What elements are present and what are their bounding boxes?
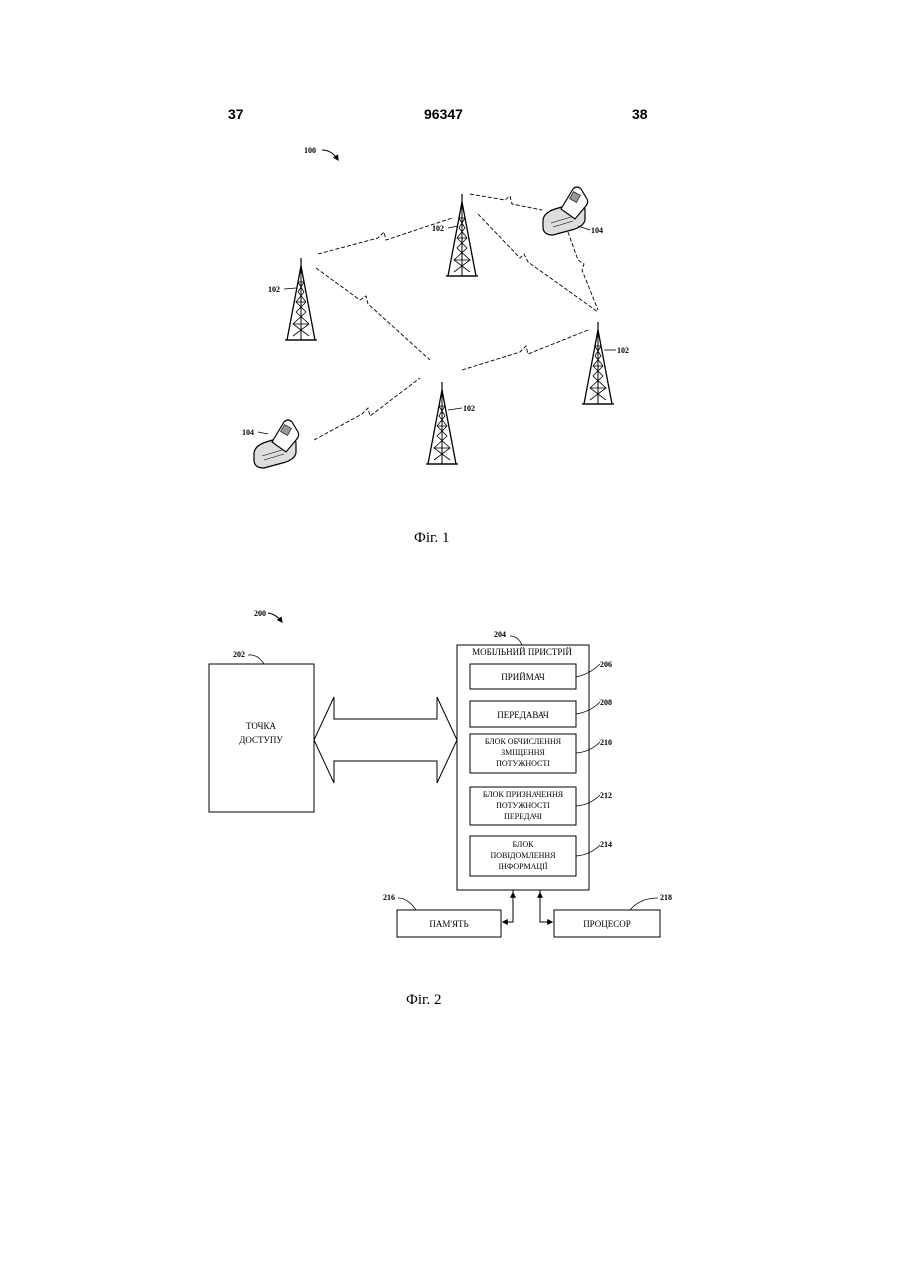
ref-102-right: 102 — [617, 346, 629, 355]
ref-104-top: 104 — [591, 226, 603, 235]
ref-202: 202 — [233, 650, 245, 659]
ref-208: 208 — [600, 698, 612, 707]
memory-connector — [503, 890, 513, 922]
receiver-block: ПРИЙМАЧ 206 — [470, 660, 612, 689]
processor-block: ПРОЦЕСОР 218 — [554, 893, 672, 937]
info-report-line2: ПОВІДОМЛЕННЯ — [490, 851, 556, 860]
tower-right — [582, 322, 614, 404]
ref-214: 214 — [600, 840, 612, 849]
ref-102-top: 102 — [432, 224, 444, 233]
access-point-line1: ТОЧКА — [246, 721, 277, 731]
tower-left — [285, 258, 317, 340]
mobile-device-title: МОБІЛЬНИЙ ПРИСТРІЙ — [472, 647, 572, 657]
fig2-system-ref: 200 — [254, 609, 282, 622]
offset-calc-line2: ЗМІЩЕННЯ — [501, 748, 545, 757]
fig1-caption: Фіг. 1 — [414, 530, 449, 547]
processor-connector — [540, 890, 552, 922]
mobile-device-bottom-left — [254, 420, 299, 468]
memory-block: ПАМ'ЯТЬ 216 — [383, 893, 501, 937]
ref-210: 210 — [600, 738, 612, 747]
tower-bottom — [426, 382, 458, 464]
power-assign-line1: БЛОК ПРИЗНАЧЕННЯ — [483, 790, 564, 799]
info-report-line3: ІНФОРМАЦІЇ — [498, 862, 547, 871]
ref-104-bottom: 104 — [242, 428, 254, 437]
offset-calc-line3: ПОТУЖНОСТІ — [496, 759, 550, 768]
fig1-system-ref: 100 — [304, 146, 338, 160]
ref-216: 216 — [383, 893, 395, 902]
info-report-block: БЛОК ПОВІДОМЛЕННЯ ІНФОРМАЦІЇ 214 — [470, 836, 612, 876]
ref-204: 204 — [494, 630, 506, 639]
tower-top — [446, 194, 478, 276]
power-assign-line2: ПОТУЖНОСТІ — [496, 801, 550, 810]
transmitter-block: ПЕРЕДАВАЧ 208 — [470, 698, 612, 727]
transmit-power-assign-block: БЛОК ПРИЗНАЧЕННЯ ПОТУЖНОСТІ ПЕРЕДАЧІ 212 — [470, 787, 612, 825]
fig2-caption: Фіг. 2 — [406, 992, 441, 1009]
offset-calc-line1: БЛОК ОБЧИСЛЕННЯ — [485, 737, 562, 746]
mobile-device-top-right — [543, 187, 588, 235]
bidirectional-arrow — [314, 697, 457, 783]
info-report-line1: БЛОК — [513, 840, 535, 849]
ref-102-bottom: 102 — [463, 404, 475, 413]
ref-218: 218 — [660, 893, 672, 902]
receiver-label: ПРИЙМАЧ — [501, 672, 545, 682]
access-point-line2: ДОСТУПУ — [239, 735, 283, 745]
processor-label: ПРОЦЕСОР — [583, 919, 631, 929]
memory-label: ПАМ'ЯТЬ — [429, 919, 468, 929]
transmitter-label: ПЕРЕДАВАЧ — [497, 710, 549, 720]
ref-212: 212 — [600, 791, 612, 800]
ref-100: 100 — [304, 146, 316, 155]
ref-200: 200 — [254, 609, 266, 618]
access-point-block: ТОЧКА ДОСТУПУ 202 — [209, 650, 314, 812]
ref-206: 206 — [600, 660, 612, 669]
power-assign-line3: ПЕРЕДАЧІ — [504, 812, 542, 821]
power-offset-calc-block: БЛОК ОБЧИСЛЕННЯ ЗМІЩЕННЯ ПОТУЖНОСТІ 210 — [470, 734, 612, 773]
ref-102-left: 102 — [268, 285, 280, 294]
